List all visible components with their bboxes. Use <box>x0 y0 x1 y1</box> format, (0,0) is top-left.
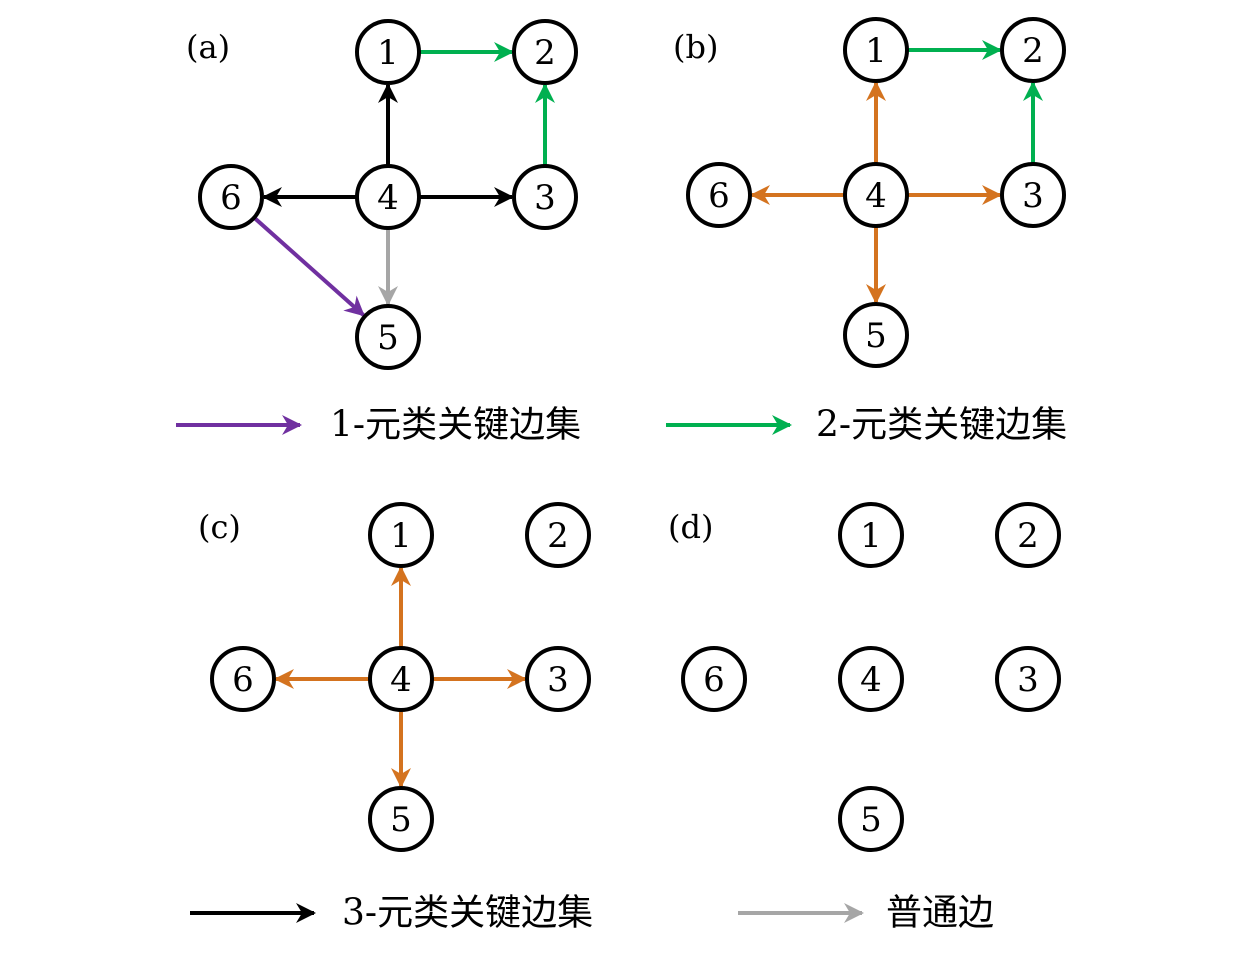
node-label: 1 <box>860 516 882 556</box>
node-circle <box>512 19 578 85</box>
panel-b-label: (b) <box>673 28 718 66</box>
panel-c-nodes: 1 2 3 4 5 6 <box>210 502 591 852</box>
legend-item-4: 普通边 <box>738 893 994 934</box>
node-c-6: 6 <box>210 646 276 712</box>
node-label: 4 <box>865 176 887 216</box>
node-label: 5 <box>865 316 887 356</box>
node-label: 6 <box>708 176 730 216</box>
node-circle <box>681 646 747 712</box>
node-circle <box>838 786 904 852</box>
node-circle <box>210 646 276 712</box>
node-b-4: 4 <box>843 162 909 228</box>
node-d-6: 6 <box>681 646 747 712</box>
node-circle <box>838 502 904 568</box>
node-circle <box>525 646 591 712</box>
node-label: 6 <box>220 178 242 218</box>
node-b-5: 5 <box>843 302 909 368</box>
node-a-3: 3 <box>512 164 578 230</box>
node-circle <box>368 786 434 852</box>
node-c-5: 5 <box>368 786 434 852</box>
panel-a: (a) 1 2 3 4 5 6 <box>186 19 578 370</box>
node-label: 1 <box>865 31 887 71</box>
panel-d-label: (d) <box>668 508 713 546</box>
panel-c-label: (c) <box>198 508 241 546</box>
panel-b-edges <box>750 40 1043 304</box>
node-circle <box>368 646 434 712</box>
node-label: 2 <box>534 33 556 73</box>
node-circle <box>995 646 1061 712</box>
node-c-4: 4 <box>368 646 434 712</box>
node-d-3: 3 <box>995 646 1061 712</box>
legend: 1-元类关键边集 2-元类关键边集 3-元类关键边集 普通边 <box>176 405 1067 934</box>
node-circle <box>198 164 264 230</box>
node-circle <box>1000 162 1066 228</box>
node-label: 1 <box>377 33 399 73</box>
node-a-6: 6 <box>198 164 264 230</box>
node-label: 6 <box>232 660 254 700</box>
node-d-1: 1 <box>838 502 904 568</box>
node-a-5: 5 <box>355 304 421 370</box>
node-d-5: 5 <box>838 786 904 852</box>
node-circle <box>525 502 591 568</box>
node-circle <box>843 302 909 368</box>
node-label: 5 <box>377 318 399 358</box>
node-circle <box>995 502 1061 568</box>
node-d-2: 2 <box>995 502 1061 568</box>
node-circle <box>355 19 421 85</box>
node-label: 2 <box>1022 31 1044 71</box>
node-c-2: 2 <box>525 502 591 568</box>
node-c-3: 3 <box>525 646 591 712</box>
legend-label-2: 2-元类关键边集 <box>816 405 1067 446</box>
node-circle <box>355 164 421 230</box>
node-label: 5 <box>390 800 412 840</box>
legend-item-2: 2-元类关键边集 <box>666 405 1067 446</box>
node-label: 4 <box>860 660 882 700</box>
panel-b-nodes: 1 2 3 4 5 6 <box>686 17 1066 368</box>
node-label: 4 <box>390 660 412 700</box>
panel-c: (c) 1 2 3 4 5 6 <box>198 502 591 852</box>
node-d-4: 4 <box>838 646 904 712</box>
node-label: 3 <box>547 660 569 700</box>
legend-label-1: 1-元类关键边集 <box>330 405 581 446</box>
panel-d: (d) 1 2 3 4 5 6 <box>668 502 1061 852</box>
node-circle <box>1000 17 1066 83</box>
node-circle <box>368 502 434 568</box>
edge-a-6-to-5 <box>252 216 365 317</box>
node-circle <box>355 304 421 370</box>
node-label: 3 <box>534 178 556 218</box>
node-b-1: 1 <box>843 17 909 83</box>
node-b-6: 6 <box>686 162 752 228</box>
node-label: 3 <box>1022 176 1044 216</box>
node-label: 2 <box>547 516 569 556</box>
panel-b: (b) 1 2 3 4 5 6 <box>673 17 1066 368</box>
node-circle <box>838 646 904 712</box>
node-a-2: 2 <box>512 19 578 85</box>
node-circle <box>686 162 752 228</box>
legend-item-1: 1-元类关键边集 <box>176 405 581 446</box>
node-label: 6 <box>703 660 725 700</box>
node-circle <box>512 164 578 230</box>
node-label: 4 <box>377 178 399 218</box>
legend-item-3: 3-元类关键边集 <box>190 893 593 934</box>
node-label: 1 <box>390 516 412 556</box>
node-circle <box>843 17 909 83</box>
legend-label-3: 3-元类关键边集 <box>342 893 593 934</box>
node-label: 2 <box>1017 516 1039 556</box>
node-a-4: 4 <box>355 164 421 230</box>
panel-a-label: (a) <box>186 28 230 66</box>
node-circle <box>843 162 909 228</box>
panel-a-nodes: 1 2 3 4 5 6 <box>198 19 578 370</box>
node-b-2: 2 <box>1000 17 1066 83</box>
node-a-1: 1 <box>355 19 421 85</box>
node-c-1: 1 <box>368 502 434 568</box>
panel-a-edges <box>252 42 555 317</box>
legend-label-4: 普通边 <box>886 893 994 934</box>
node-label: 5 <box>860 800 882 840</box>
panel-d-nodes: 1 2 3 4 5 6 <box>681 502 1061 852</box>
panel-c-edges <box>274 566 527 788</box>
node-label: 3 <box>1017 660 1039 700</box>
node-b-3: 3 <box>1000 162 1066 228</box>
